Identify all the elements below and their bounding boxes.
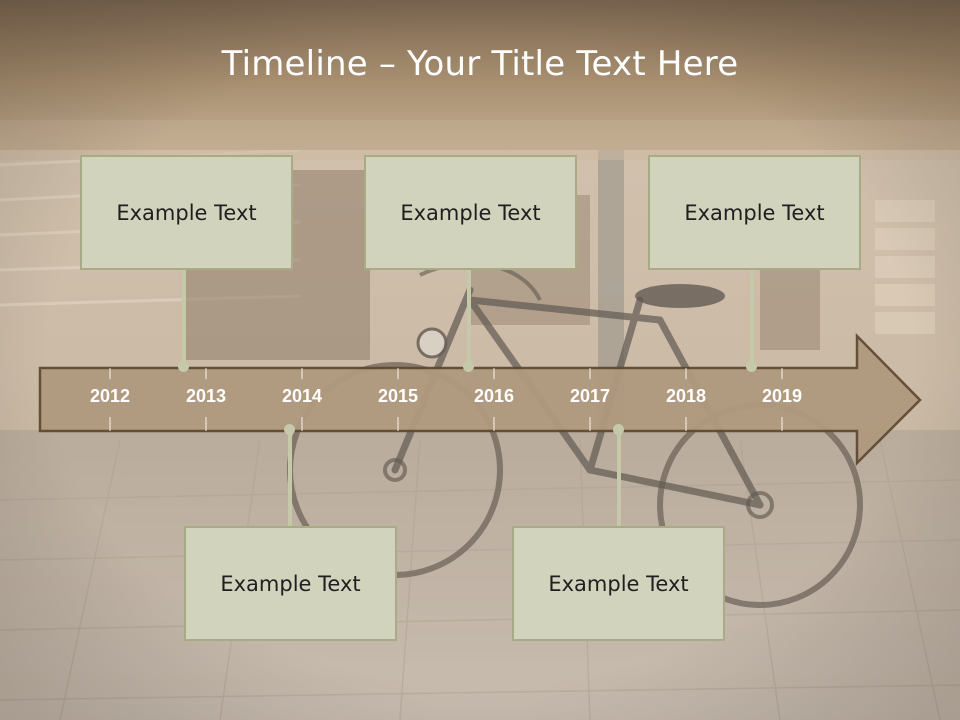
text-box-label: Example Text xyxy=(400,200,541,225)
year-label-2013: 2013 xyxy=(185,386,227,406)
text-box-label: Example Text xyxy=(116,200,257,225)
year-label-2014: 2014 xyxy=(281,386,323,406)
connector-top-2 xyxy=(467,268,471,366)
year-label-2012: 2012 xyxy=(89,386,131,406)
year-label-2015: 2015 xyxy=(377,386,419,406)
text-box-top-3[interactable]: Example Text xyxy=(648,155,861,270)
connector-dot-bottom-2 xyxy=(613,424,624,435)
year-label-2016: 2016 xyxy=(473,386,515,406)
text-box-top-1[interactable]: Example Text xyxy=(80,155,293,270)
connector-bottom-2 xyxy=(617,432,621,528)
connector-top-1 xyxy=(182,268,186,366)
connector-bottom-1 xyxy=(288,432,292,528)
text-box-bottom-2[interactable]: Example Text xyxy=(512,526,725,641)
text-box-label: Example Text xyxy=(684,200,825,225)
text-box-label: Example Text xyxy=(220,571,361,596)
text-box-bottom-1[interactable]: Example Text xyxy=(184,526,397,641)
year-label-2017: 2017 xyxy=(569,386,611,406)
connector-dot-top-2 xyxy=(463,361,474,372)
text-box-top-2[interactable]: Example Text xyxy=(364,155,577,270)
connector-top-3 xyxy=(750,268,754,366)
connector-dot-top-1 xyxy=(178,361,189,372)
year-label-2018: 2018 xyxy=(665,386,707,406)
connector-dot-bottom-1 xyxy=(284,424,295,435)
slide-title: Timeline – Your Title Text Here xyxy=(221,44,739,84)
year-label-2019: 2019 xyxy=(761,386,803,406)
text-box-label: Example Text xyxy=(548,571,689,596)
connector-dot-top-3 xyxy=(746,361,757,372)
